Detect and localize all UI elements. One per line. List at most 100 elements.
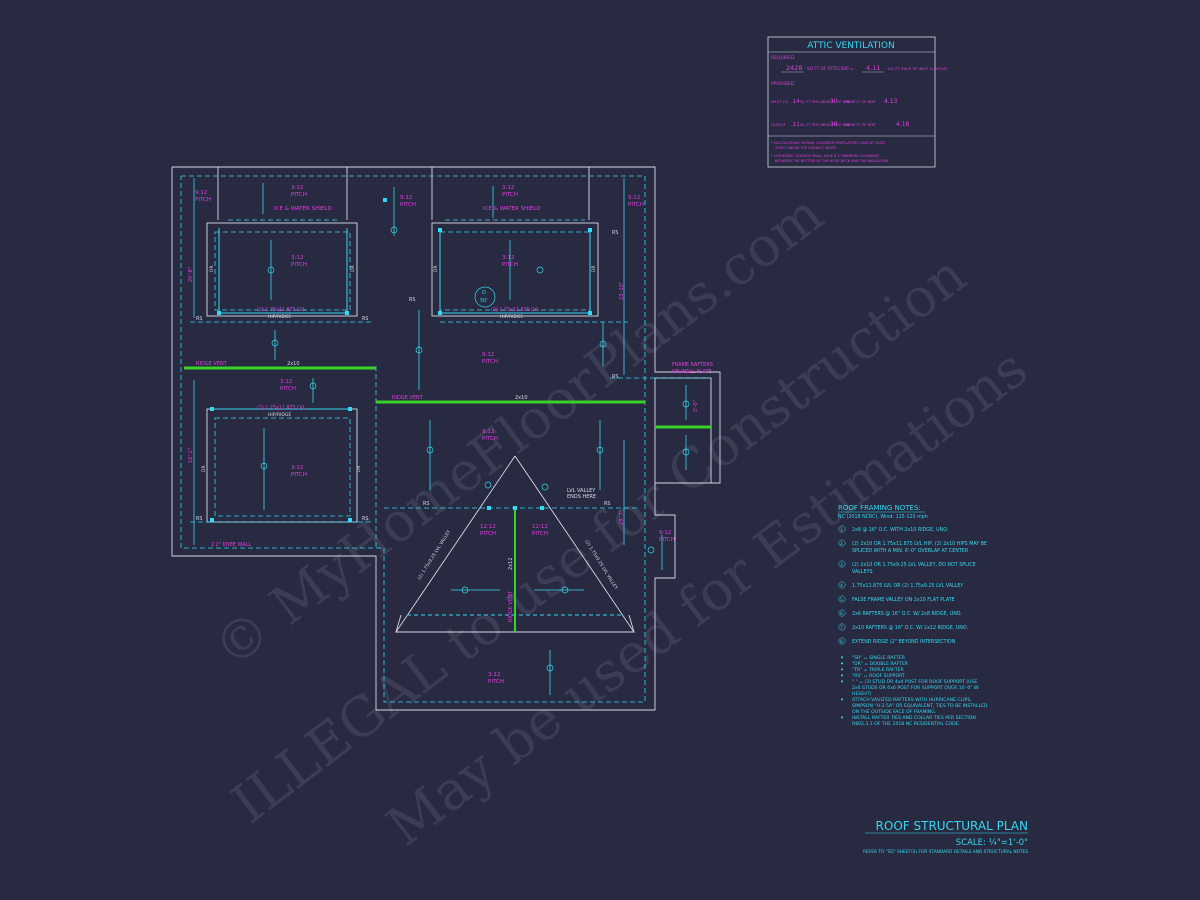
dim-left-bottom: 16'-1" xyxy=(188,448,194,463)
note-text: VALLEYS xyxy=(852,569,873,575)
attic-outlet-value1: .11 xyxy=(791,122,800,128)
pitch-912: 9:12 xyxy=(659,530,671,536)
note-number: 6. xyxy=(840,611,844,617)
note-text: 2x8 @ 16" O.C. WITH 2x10 RIDGE, UNO. xyxy=(852,527,948,533)
dr-label: DR xyxy=(591,265,597,272)
note-bullet xyxy=(841,698,843,701)
sheet-refer: REFER TO "SD" SHEET(S) FOR STANDARD DETA… xyxy=(863,849,1028,855)
lvl-ridge: (2) 1.75x11.875 LVL xyxy=(491,307,540,313)
attic-provided-label: PROVIDED xyxy=(771,81,795,87)
note-bullet xyxy=(841,674,843,677)
pitch-912-tl: 9:12 xyxy=(195,190,207,196)
note-bullet xyxy=(841,716,843,719)
attic-note-1b: 3 FEET ABOVE THE CORNICE VENTS xyxy=(775,146,836,150)
frame-rafters-2: ON WALL PLATE xyxy=(672,369,712,375)
knee-wall: 1'2" KNEE WALL xyxy=(211,542,251,548)
dr-label: DR xyxy=(350,265,356,272)
callout-circles xyxy=(260,226,690,672)
rafter-arrows xyxy=(193,178,687,695)
rs-label: RS xyxy=(423,501,429,507)
framing-notes: ROOF FRAMING NOTES: NC (2018 NCRC), Wind… xyxy=(838,504,988,727)
note-number-circle xyxy=(838,623,846,631)
pitch-1212: 12:12 xyxy=(480,524,496,530)
ridge-vent-vertical: RIDGE VENT xyxy=(508,590,514,622)
pitch-word: PITCH xyxy=(502,192,518,198)
rs-label: RS xyxy=(604,501,610,507)
note-bullet-text: "TR" = TRIPLE RAFTER xyxy=(852,667,904,673)
note-number-circle xyxy=(838,595,846,603)
attic-inlet-value2: 30 xyxy=(830,98,838,105)
dr-label: DR xyxy=(356,465,362,472)
pitch-312: 3:12 xyxy=(502,255,514,261)
hip-ridge: HIP/RIDGE xyxy=(500,314,523,320)
pitch-word: PITCH xyxy=(195,197,211,203)
note-bullet-text: HEIGHT) xyxy=(852,691,872,697)
pitch-312: 3:12 xyxy=(291,185,303,191)
note-number: 8. xyxy=(840,639,844,645)
pitch-312: 3:12 xyxy=(280,379,292,385)
note-number-circle xyxy=(838,525,846,533)
dim-left-top: 20'-8" xyxy=(188,267,194,282)
lvl-ridge: (2) 1.75x11.875 LVL xyxy=(257,405,306,411)
note-number: 2. xyxy=(840,541,844,547)
attic-title: ATTIC VENTILATION xyxy=(807,41,894,51)
circle-d-value: 50' xyxy=(480,298,488,304)
pitch-912-tr: 9:12 xyxy=(628,195,640,201)
pitch-word: PITCH xyxy=(482,359,498,365)
attic-outlet-label: OUTLET xyxy=(771,122,787,127)
note-bullet xyxy=(841,656,843,659)
frame-rafters-1: FRAME RAFTERS xyxy=(672,362,713,368)
note-bullet xyxy=(841,662,843,665)
attic-outlet-value2: 38 xyxy=(830,121,838,128)
note-number: 1. xyxy=(840,527,844,533)
pitch-912: 9:12 xyxy=(400,195,412,201)
pitch-word: PITCH xyxy=(628,202,644,208)
framing-notes-code: NC (2018 NCRC), Wind: 115-120 mph xyxy=(838,514,928,520)
note-text: (2) 2x10 OR 1.75x9.25 LVL VALLEY, DO NOT… xyxy=(852,562,976,568)
ice-water-label: ICE & WATER SHIELD xyxy=(483,206,541,212)
note-bullet-text: ON THE OUTSIDE FACE OF FRAMING. xyxy=(852,709,936,715)
rs-label: RS xyxy=(362,316,368,322)
pitch-word: PITCH xyxy=(480,531,496,537)
span-2x12: 2x12 xyxy=(508,557,514,570)
pitch-word: PITCH xyxy=(659,537,675,543)
note-number: 3. xyxy=(840,562,844,568)
wall-lines xyxy=(180,175,710,703)
note-bullet-text: "RS" = ROOF SUPPORT xyxy=(852,673,905,679)
dr-label: DR xyxy=(433,265,439,272)
note-text: FALSE FRAME VALLEY ON 2x10 FLAT PLATE xyxy=(852,597,955,603)
roof-supports xyxy=(210,198,592,522)
pitch-312: 3:12 xyxy=(291,255,303,261)
note-text: SPLICED WITH A MIN. 6'-0" OVERLAP AT CEN… xyxy=(852,548,969,554)
pitch-word: PITCH xyxy=(291,262,307,268)
dim-bay: 5'-0" xyxy=(693,400,699,412)
note-number: 4. xyxy=(840,583,844,589)
note-number-circle xyxy=(838,609,846,617)
hip-ridge-lines xyxy=(212,228,591,410)
note-number-circle xyxy=(838,637,846,645)
pitch-312: 3:12 xyxy=(502,185,514,191)
notes-list: 1. 2x8 @ 16" O.C. WITH 2x10 RIDGE, UNO. 2.… xyxy=(838,525,988,727)
attic-ventilation-table: ATTIC VENTILATION REQUIRED 2428 SQ FT OF… xyxy=(767,36,949,168)
circle-d-label: D xyxy=(482,290,486,296)
rs-label: RS xyxy=(409,297,415,303)
note-bullet-text: "DR" = DOUBLE RAFTER xyxy=(852,661,909,667)
attic-inlet-value1: .14 xyxy=(791,99,800,105)
attic-inlet-label: INLET (2) xyxy=(771,99,789,104)
attic-required-result: 4.11 xyxy=(866,64,880,72)
note-bullet-text: INSTALL RAFTER TIES AND COLLAR TIES PER … xyxy=(852,715,976,721)
framing-notes-title: ROOF FRAMING NOTES: xyxy=(838,504,921,512)
note-bullet xyxy=(841,680,843,683)
note-bullet-text: " " = (3) STUD OR 4x4 POST FOR ROOF SUPP… xyxy=(852,679,977,685)
hip-ridge: HIP/RIDGE xyxy=(268,314,291,320)
lvl-valley-1: LVL VALLEY xyxy=(567,488,596,494)
note-number: 5. xyxy=(840,597,844,603)
span-2x10: 2x10 xyxy=(287,361,300,367)
ice-water-label: ICE & WATER SHIELD xyxy=(274,206,332,212)
attic-note-1a: * CALCULATIONS SHOWN, CONSIDER VENTILATO… xyxy=(771,141,887,145)
note-bullet xyxy=(841,668,843,671)
rs-label: RS xyxy=(196,316,202,322)
attic-note-2a: * CATHEDRAL CEILINGS SHALL HAVE A 1" MIN… xyxy=(771,154,879,158)
dim-right-bottom: 23'-7" xyxy=(619,510,625,525)
